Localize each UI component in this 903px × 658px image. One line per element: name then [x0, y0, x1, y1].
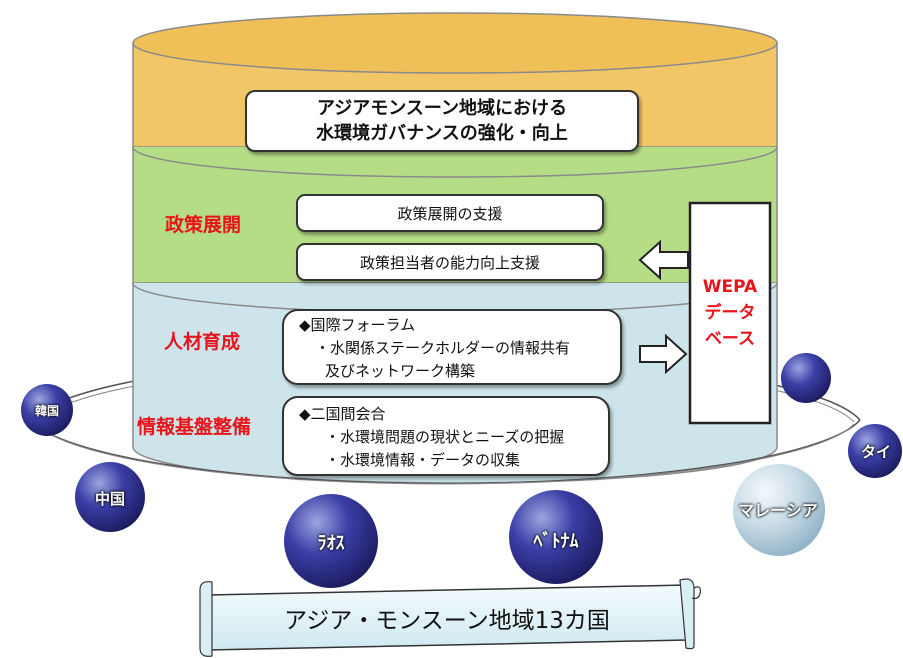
country-laos: ﾗｵｽ [317, 533, 345, 554]
database-line2: データ [704, 303, 756, 323]
arrow-right [639, 333, 688, 375]
country-malaysia: マレーシア [738, 501, 818, 520]
country-vietnam: ﾍﾞﾄﾅﾑ [533, 531, 579, 552]
sphere-vietnam [509, 490, 603, 584]
sphere-thailand [848, 424, 902, 478]
sphere-china [75, 462, 145, 532]
forum-title: ◆国際フォーラム [299, 316, 416, 334]
database-line3: ベース [704, 329, 756, 349]
forum-line1: ・水関係ステークホルダーの情報共有 [315, 339, 571, 357]
capacity-support-text: 政策担当者の能力向上支援 [359, 253, 540, 272]
scroll-banner-text: アジア・モンスーン地域13カ国 [284, 608, 610, 634]
hr-development-label: 人材育成 [164, 331, 241, 353]
governance-title-line2: 水環境ガバナンスの強化・向上 [316, 123, 568, 144]
capacity-support-box: 政策担当者の能力向上支援 [296, 243, 604, 281]
sphere-malaysia [733, 464, 825, 556]
database-line1: WEPA [702, 277, 758, 297]
governance-title-box: アジアモンスーン地域における 水環境ガバナンスの強化・向上 [245, 90, 639, 152]
country-korea: 韓国 [34, 403, 59, 418]
forum-box: ◆国際フォーラム ・水関係ステークホルダーの情報共有 及びネットワーク構築 [282, 309, 622, 385]
orbit-ring-front-inner [35, 423, 855, 485]
policy-support-box: 政策展開の支援 [296, 194, 604, 232]
country-china: 中国 [94, 489, 125, 508]
database-label: WEPA データ ベース [690, 270, 770, 356]
policy-label: 政策展開 [165, 214, 242, 236]
bilateral-box: ◆二国間会合 ・水環境問題の現状とニーズの把握 ・水環境情報・データの収集 [282, 396, 610, 476]
governance-title-line1: アジアモンスーン地域における [316, 98, 568, 119]
country-thailand: タイ [860, 442, 891, 461]
policy-support-text: 政策展開の支援 [397, 204, 503, 223]
arrow-left [638, 239, 689, 281]
forum-line2: 及びネットワーク構築 [325, 362, 476, 380]
bilateral-line2: ・水環境情報・データの収集 [325, 451, 521, 469]
bilateral-title: ◆二国間会合 [299, 405, 386, 423]
sphere-laos [284, 494, 378, 588]
sphere-back-right [781, 353, 831, 403]
orbit-ring-front [29, 419, 861, 485]
sphere-korea [21, 384, 73, 436]
info-infrastructure-label: 情報基盤整備 [137, 416, 252, 438]
bilateral-line1: ・水環境問題の現状とニーズの把握 [325, 428, 565, 446]
database-box [688, 201, 772, 425]
cylinder-lid [132, 12, 778, 74]
